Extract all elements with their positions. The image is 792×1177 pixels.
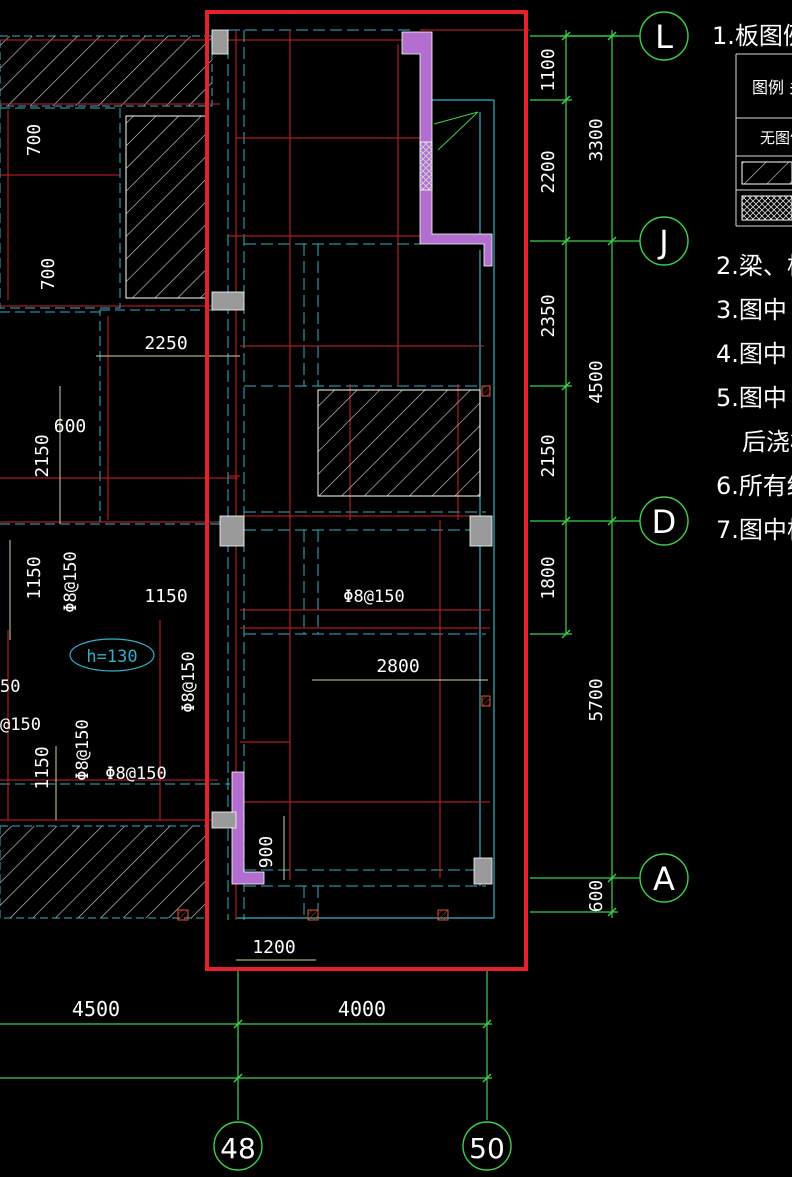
dim-1200: 1200 xyxy=(252,937,295,958)
columns xyxy=(211,29,493,885)
axis-label-50: 50 xyxy=(469,1132,505,1165)
slab-thickness-label: h=130 xyxy=(86,647,137,667)
door-swing xyxy=(433,111,479,151)
axis-label-D: D xyxy=(652,503,677,541)
legend-row1: 无图例 xyxy=(760,129,792,147)
legend-header: 图例 关 xyxy=(752,78,792,97)
dim-2800: 2800 xyxy=(376,656,419,677)
slab-thickness-bubble xyxy=(69,638,155,672)
dim-1800: 1800 xyxy=(538,556,559,599)
left-bay-red-lines xyxy=(0,39,420,821)
note-4: 4.图中 xyxy=(716,340,787,368)
axis-label-J: J xyxy=(657,223,668,261)
rebar-label-frag2: 50 xyxy=(0,677,20,697)
dim-1150-v2: 1150 xyxy=(32,746,53,789)
note-2: 2.梁、板 xyxy=(716,252,792,280)
dim-1150-h: 1150 xyxy=(144,586,187,607)
dim-900: 900 xyxy=(256,836,277,869)
note-6: 6.所有结 xyxy=(716,472,792,500)
rebar-label-4: Φ8@150 xyxy=(73,719,93,780)
notes: 1.板图例示 2.梁、板 3.图中 4.图中 5.图中 后浇板 6.所有结 7.… xyxy=(712,22,792,544)
dim-4000-h: 4000 xyxy=(338,997,386,1021)
rebar-label-3: Φ8@150 xyxy=(179,651,199,712)
note-7: 7.图中板 xyxy=(716,516,792,544)
highlight-box xyxy=(205,10,528,971)
dim-4500-v: 4500 xyxy=(586,360,607,403)
dim-2150: 2150 xyxy=(538,434,559,477)
notes-legend-table xyxy=(735,53,792,227)
dim-600: 600 xyxy=(586,880,607,913)
main-bay-cyan-solid xyxy=(236,99,495,919)
rebar-label-frag1: @150 xyxy=(0,715,41,735)
small-markers xyxy=(177,385,491,921)
dim-2250: 2250 xyxy=(144,333,187,354)
axis-bubbles xyxy=(213,11,689,1171)
note-3: 3.图中 xyxy=(716,296,787,324)
right-dim-texts: 1100 2200 2350 2150 1800 3300 4500 5700 … xyxy=(538,48,607,912)
rebar-label-5: Φ8@150 xyxy=(105,764,166,784)
rebar-label-1: Φ8@150 xyxy=(61,551,81,612)
rebar-label-2: Φ8@150 xyxy=(343,587,404,607)
dim-1100: 1100 xyxy=(538,48,559,91)
grid-lines xyxy=(0,30,640,1120)
dim-700-a: 700 xyxy=(24,124,45,157)
dim-5700: 5700 xyxy=(586,678,607,721)
plan-dim-lines xyxy=(9,355,488,961)
dim-700-b: 700 xyxy=(38,258,59,291)
dim-1150-v: 1150 xyxy=(24,556,45,599)
legend-crosshatch-sample xyxy=(741,195,792,221)
note-1: 1.板图例示 xyxy=(712,22,792,50)
elevator-opening xyxy=(419,141,433,191)
note-5: 5.图中 xyxy=(716,384,787,412)
dimension-ticks xyxy=(233,31,617,1083)
dim-4500-h: 4500 xyxy=(72,997,120,1021)
post-cast-slab xyxy=(317,389,481,497)
axis-label-A: A xyxy=(653,860,675,898)
dim-3300: 3300 xyxy=(586,118,607,161)
dim-600-plan: 600 xyxy=(54,416,87,437)
dim-2200: 2200 xyxy=(538,150,559,193)
dim-2150-plan: 2150 xyxy=(32,434,53,477)
legend-hatch-sample xyxy=(741,161,792,185)
axis-label-L: L xyxy=(655,18,673,56)
axis-label-48: 48 xyxy=(220,1132,256,1165)
dim-2350: 2350 xyxy=(538,294,559,337)
note-5b: 后浇板 xyxy=(742,428,792,456)
